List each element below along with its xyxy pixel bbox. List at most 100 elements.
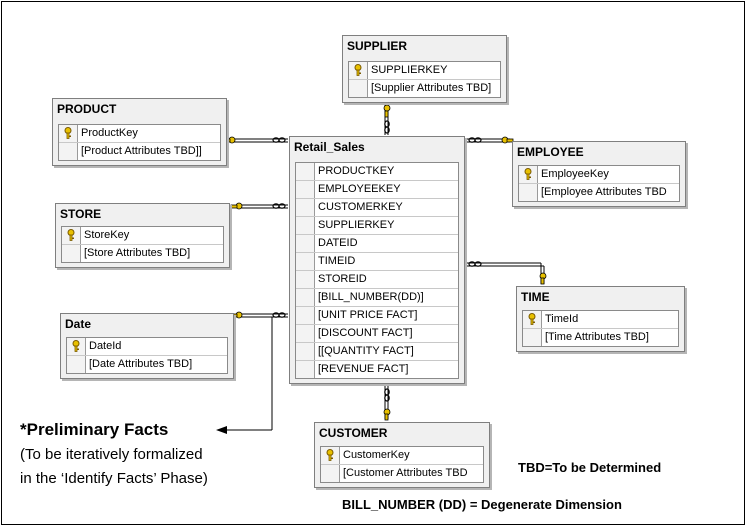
note-line-2: in the ‘Identify Facts’ Phase) [20,470,208,487]
table-customer[interactable]: CUSTOMER CustomerKey [Customer Attributes … [314,422,490,488]
table-product[interactable]: PRODUCT ProductKey [Product Attributes TBD… [52,98,227,166]
column-name: CustomerKey [343,449,410,461]
row-selector [296,271,315,288]
column-name: EMPLOYEEKEY [318,183,401,195]
row-selector [67,338,86,355]
column-row[interactable]: ProductKey [59,125,220,142]
table-title: CUSTOMER [319,426,388,440]
column-row[interactable]: TIMEID [296,252,458,270]
column-name: DATEID [318,237,358,249]
row-selector [296,181,315,198]
row-selector [296,163,315,180]
row-selector [296,307,315,324]
table-title: STORE [60,207,102,221]
column-row[interactable]: SUPPLIERKEY [296,216,458,234]
primary-key-icon [353,64,363,76]
row-selector [296,289,315,306]
column-name: SUPPLIERKEY [371,64,448,76]
column-row[interactable]: DateId [67,338,227,355]
row-selector [523,311,542,328]
column-row[interactable]: StoreKey [62,227,223,244]
column-name: ProductKey [81,127,138,139]
column-row[interactable]: PRODUCTKEY [296,163,458,180]
tbd-note: TBD=To be Determined [518,460,662,475]
preliminary-facts-label: *Preliminary Facts [20,420,169,439]
row-selector [523,329,542,346]
row-selector [321,447,340,464]
row-selector [296,235,315,252]
primary-key-icon [66,229,76,241]
table-supplier[interactable]: SUPPLIER SUPPLIERKEY [Supplier Attributes … [342,35,507,103]
column-name: [Supplier Attributes TBD] [371,82,492,94]
column-row[interactable]: [Time Attributes TBD] [523,328,678,346]
column-name: TIMEID [318,255,356,267]
table-title: Date [65,317,92,331]
table-title: SUPPLIER [347,39,408,53]
column-row[interactable]: [UNIT PRICE FACT] [296,306,458,324]
column-name: [Employee Attributes TBD [541,186,667,198]
column-row[interactable]: DATEID [296,234,458,252]
row-selector [519,184,538,201]
column-name: [Store Attributes TBD] [84,247,191,259]
column-list: ProductKey [Product Attributes TBD]] [58,124,221,161]
column-row[interactable]: [DISCOUNT FACT] [296,324,458,342]
row-selector [296,199,315,216]
row-selector [59,143,78,160]
row-selector [67,356,86,373]
column-name: [[QUANTITY FACT] [318,345,414,357]
row-selector [349,62,368,79]
column-list: StoreKey [Store Attributes TBD] [61,226,224,263]
column-name: SUPPLIERKEY [318,219,395,231]
column-row[interactable]: [Employee Attributes TBD [519,183,679,201]
primary-key-icon [527,313,537,325]
column-row[interactable]: CustomerKey [321,447,483,464]
column-name: [UNIT PRICE FACT] [318,309,418,321]
column-name: [Time Attributes TBD] [545,331,649,343]
column-row[interactable]: [Customer Attributes TBD [321,464,483,482]
column-row[interactable]: CUSTOMERKEY [296,198,458,216]
row-selector [296,217,315,234]
column-row[interactable]: [Supplier Attributes TBD] [349,79,500,97]
column-name: [DISCOUNT FACT] [318,327,413,339]
column-row[interactable]: [REVENUE FACT] [296,360,458,378]
column-row[interactable]: SUPPLIERKEY [349,62,500,79]
column-name: [BILL_NUMBER(DD)] [318,291,424,303]
row-selector [62,227,81,244]
column-list: DateId [Date Attributes TBD] [66,337,228,374]
column-name: EmployeeKey [541,168,609,180]
row-selector [62,245,81,262]
column-name: [Date Attributes TBD] [89,358,193,370]
column-row[interactable]: [Product Attributes TBD]] [59,142,220,160]
primary-key-icon [71,340,81,352]
column-row[interactable]: [Date Attributes TBD] [67,355,227,373]
row-selector [296,253,315,270]
note-line-1: (To be iteratively formalized [20,446,203,463]
column-row[interactable]: [Store Attributes TBD] [62,244,223,262]
column-name: PRODUCTKEY [318,165,395,177]
column-list: SUPPLIERKEY [Supplier Attributes TBD] [348,61,501,98]
column-row[interactable]: TimeId [523,311,678,328]
column-list: CustomerKey [Customer Attributes TBD [320,446,484,483]
column-list: TimeId [Time Attributes TBD] [522,310,679,347]
column-list: EmployeeKey [Employee Attributes TBD [518,165,680,202]
row-selector [519,166,538,183]
table-title: PRODUCT [57,102,117,116]
table-store[interactable]: STORE StoreKey [Store Attributes TBD] [55,203,230,268]
column-row[interactable]: [BILL_NUMBER(DD)] [296,288,458,306]
column-name: TimeId [545,313,579,325]
primary-key-icon [325,449,335,461]
table-title: Retail_Sales [294,140,365,154]
row-selector [296,343,315,360]
column-list: PRODUCTKEY EMPLOYEEKEY CUSTOMERKEY SUPPLIER… [295,162,459,379]
column-row[interactable]: [[QUANTITY FACT] [296,342,458,360]
column-row[interactable]: EmployeeKey [519,166,679,183]
column-name: [REVENUE FACT] [318,363,409,375]
column-row[interactable]: STOREID [296,270,458,288]
column-row[interactable]: EMPLOYEEKEY [296,180,458,198]
